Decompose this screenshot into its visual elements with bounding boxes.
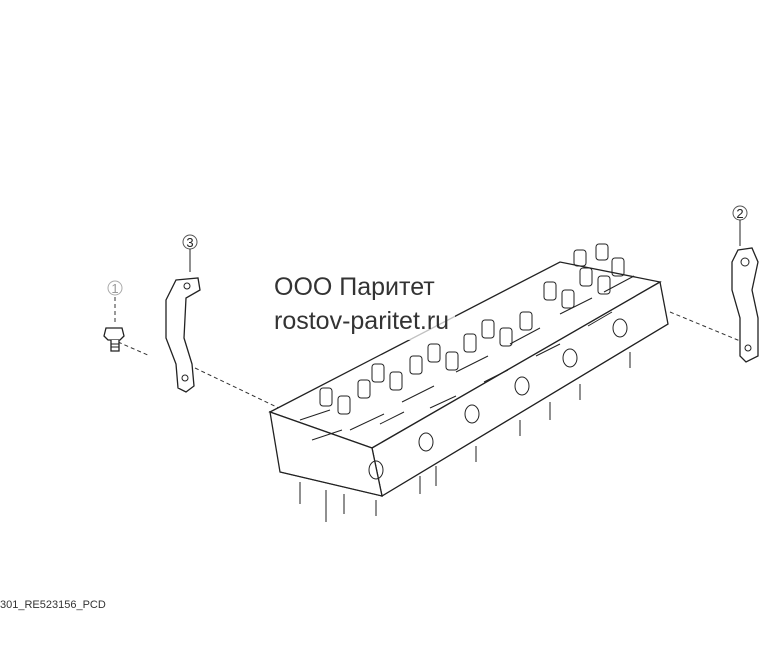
rocker-arms (299, 275, 635, 441)
bracket-body-rear (731, 247, 759, 363)
bolt-part: 1 (103, 280, 125, 352)
watermark-company: ООО Паритет (274, 273, 435, 301)
bracket-hole-top-rear (740, 257, 750, 267)
bracket-hole-bottom-front (181, 374, 189, 382)
callout-label-3: 3 (186, 235, 193, 250)
port-openings (368, 318, 628, 480)
figure-identifier: 301_RE523156_PCD (0, 599, 106, 611)
head-studs (299, 352, 631, 522)
bolt-shank (110, 340, 120, 352)
bracket-hole-top-front (183, 282, 191, 290)
bracket-hole-bottom-rear (744, 344, 752, 352)
callout-label-1: 1 (111, 281, 118, 296)
bolt-thread (111, 343, 119, 348)
head-bottom-edge (279, 323, 669, 497)
guide-line-rear (669, 311, 746, 344)
watermark-website: rostov-paritet.ru (274, 307, 450, 335)
callout-circle-1 (107, 280, 123, 296)
bolt-head (103, 327, 125, 341)
guide-line-front (117, 341, 284, 411)
front-lifting-bracket: 3 (165, 234, 201, 393)
watermark-overlay: ООО Паритет rostov-paritet.ru (270, 270, 456, 340)
valve-springs (319, 243, 625, 415)
rear-lifting-bracket: 2 (731, 205, 759, 363)
callout-label-2: 2 (736, 206, 743, 221)
cylinder-head-assembly (268, 243, 669, 522)
bracket-body-front (165, 277, 201, 393)
